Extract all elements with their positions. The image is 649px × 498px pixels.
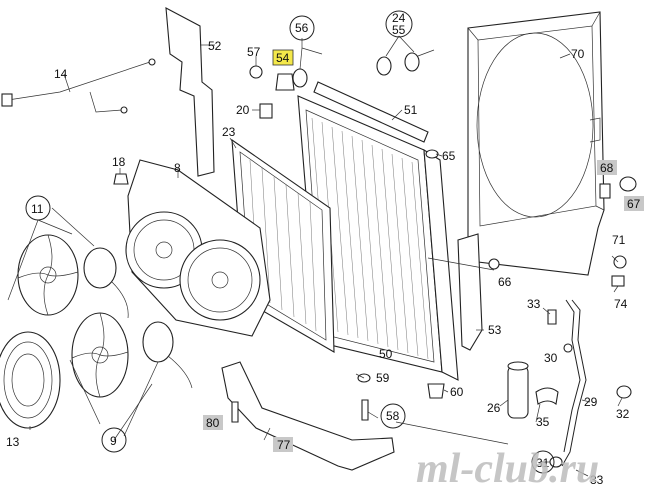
bottom-bracket-part-77 — [221, 361, 395, 471]
fan-motor-lower — [142, 321, 193, 389]
label-67: 67 — [627, 197, 641, 211]
part-57 — [249, 65, 263, 79]
label-33a: 33 — [527, 297, 541, 311]
label-60: 60 — [450, 385, 464, 399]
part-68 — [599, 183, 611, 199]
wiring-harness-part-14 — [1, 58, 156, 114]
part-65 — [425, 149, 439, 159]
label-52: 52 — [208, 39, 222, 53]
part-80 — [231, 401, 239, 423]
fan-blade-part-9 — [71, 312, 129, 398]
callout-labels: 52 57 56 54 24 55 70 14 20 51 23 65 18 8… — [6, 11, 641, 487]
part-33 — [547, 309, 557, 325]
label-26: 26 — [487, 401, 501, 415]
callout-circles — [25, 10, 555, 474]
label-55: 55 — [392, 23, 406, 37]
label-29: 29 — [584, 395, 598, 409]
label-8: 8 — [174, 161, 181, 175]
label-23: 23 — [222, 125, 236, 139]
part-54 — [275, 73, 295, 91]
label-13: 13 — [6, 435, 20, 449]
label-20: 20 — [236, 103, 250, 117]
bracket-part-53 — [457, 233, 483, 351]
part-18 — [113, 173, 129, 185]
part-55 — [404, 52, 420, 72]
fan-guard-part-13 — [0, 331, 61, 429]
label-24: 24 — [392, 11, 406, 25]
part-71 — [613, 255, 627, 269]
label-80: 80 — [206, 416, 220, 430]
label-30: 30 — [544, 351, 558, 365]
receiver-dryer-part-26 — [507, 361, 529, 419]
label-31: 31 — [536, 456, 550, 470]
label-66: 66 — [498, 275, 512, 289]
part-66 — [488, 258, 500, 270]
leader-lines — [7, 35, 623, 477]
highlight-80 — [203, 415, 223, 430]
part-20 — [259, 103, 273, 119]
part-58 — [361, 399, 369, 421]
part-24 — [376, 56, 392, 76]
label-58: 58 — [386, 409, 400, 423]
part-30 — [563, 343, 573, 353]
label-9: 9 — [110, 434, 117, 448]
label-53: 53 — [488, 323, 502, 337]
part-32 — [616, 385, 632, 399]
label-74: 74 — [614, 297, 628, 311]
twin-fan-assembly-part-8 — [125, 159, 271, 337]
label-11: 11 — [31, 202, 44, 216]
bracket-part-52 — [165, 7, 215, 177]
fan-blade-part-11 — [17, 234, 79, 316]
label-35: 35 — [536, 415, 550, 429]
watermark-text: ml-club.ru — [416, 446, 599, 492]
label-77: 77 — [277, 438, 291, 452]
part-56 — [292, 68, 308, 88]
fan-motor-upper — [83, 247, 129, 319]
label-33b: 33 — [590, 473, 604, 487]
label-59: 59 — [376, 371, 390, 385]
label-70: 70 — [571, 47, 585, 61]
refrigerant-pipe-part-29 — [561, 299, 587, 467]
part-74 — [611, 275, 625, 287]
highlight-boxes — [203, 49, 644, 452]
label-54: 54 — [276, 51, 290, 65]
label-50: 50 — [379, 347, 393, 361]
highlight-54 — [272, 49, 294, 66]
label-56: 56 — [295, 21, 309, 35]
label-57: 57 — [247, 45, 261, 59]
part-67 — [619, 176, 637, 192]
seal-strip-part-51 — [313, 81, 429, 143]
label-18: 18 — [112, 155, 126, 169]
small-parts — [113, 49, 637, 468]
label-71: 71 — [612, 233, 626, 247]
highlight-68 — [597, 160, 617, 175]
part-35 — [535, 387, 559, 405]
label-32: 32 — [616, 407, 630, 421]
label-65: 65 — [442, 149, 456, 163]
part-60 — [427, 383, 445, 399]
highlight-77 — [273, 437, 293, 452]
highlight-67 — [624, 196, 644, 211]
label-68: 68 — [600, 161, 614, 175]
label-14: 14 — [54, 67, 68, 81]
label-51: 51 — [404, 103, 418, 117]
